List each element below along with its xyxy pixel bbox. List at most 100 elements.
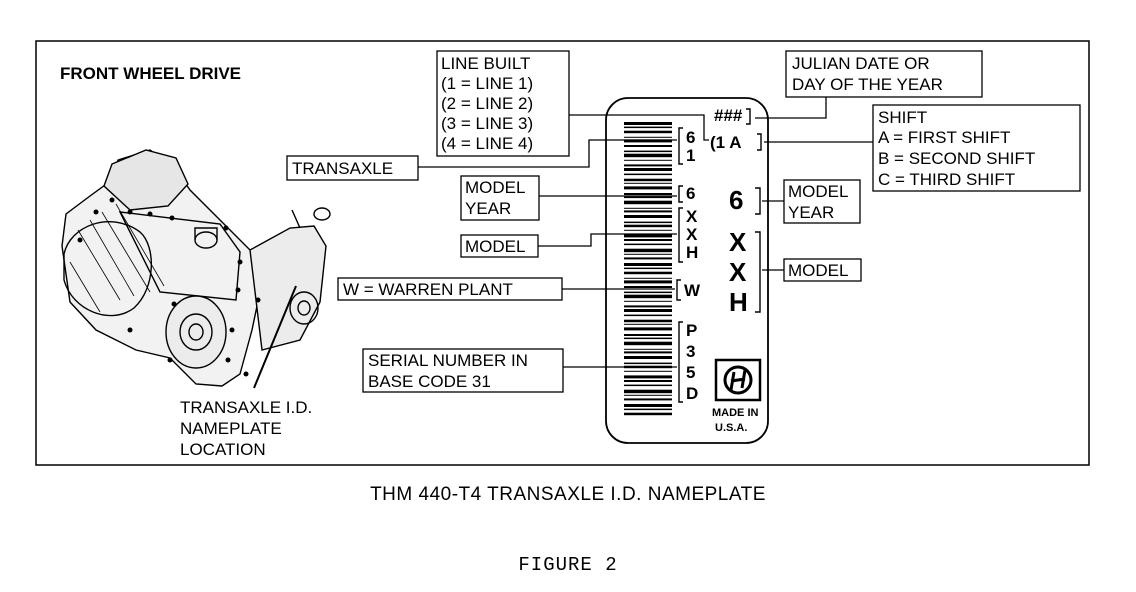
barcode-stripe <box>624 280 672 284</box>
barcode-stripe <box>624 224 672 228</box>
barcode <box>624 122 672 416</box>
line-shift-code: (1 A <box>710 133 742 152</box>
manufacturer-logo <box>714 358 762 402</box>
barcode-stripe <box>624 351 672 354</box>
barcode-stripe <box>624 207 672 209</box>
figure-caption: FIGURE 2 <box>518 554 618 576</box>
callout-serial-number: SERIAL NUMBER IN BASE CODE 31 <box>362 348 564 393</box>
diagram-title: FRONT WHEEL DRIVE <box>60 64 241 83</box>
barcode-stripe <box>624 136 672 138</box>
barcode-stripe <box>624 130 672 134</box>
barcode-stripe <box>624 375 672 379</box>
model-big-3: H <box>729 287 748 317</box>
leader-lines <box>418 97 873 368</box>
barcode-stripe <box>624 337 672 340</box>
barcode-stripe <box>624 389 672 394</box>
barcode-stripe <box>624 150 672 153</box>
barcode-stripe <box>624 305 672 308</box>
callout-model-right: MODEL <box>783 258 862 282</box>
callout-model-left: MODEL <box>460 234 539 258</box>
barcode-stripe <box>624 215 672 218</box>
id-nameplate: 6 1 6 X X H W P 3 5 D ### (1 A 6 X <box>605 97 769 444</box>
svg-text:SERIAL NUMBER IN: SERIAL NUMBER IN <box>368 351 528 370</box>
julian-code: ### <box>714 106 743 125</box>
barcode-stripe <box>624 341 672 346</box>
barcode-stripe <box>624 182 672 184</box>
barcode-stripe <box>624 404 672 407</box>
barcode-stripe <box>624 408 672 411</box>
svg-text:LINE BUILT: LINE BUILT <box>441 54 530 73</box>
nameplate-location-label: TRANSAXLE I.D. NAMEPLATE LOCATION <box>180 398 312 459</box>
barcode-stripe <box>624 164 672 167</box>
svg-text:(3 = LINE 3): (3 = LINE 3) <box>441 114 533 133</box>
callout-model-year-left: MODEL YEAR <box>460 175 540 221</box>
svg-text:JULIAN DATE OR: JULIAN DATE OR <box>792 54 930 73</box>
model-big-1: X <box>729 227 747 257</box>
barcode-stripe <box>624 139 672 143</box>
barcode-stripe <box>624 193 672 195</box>
barcode-stripe <box>624 248 672 253</box>
barcode-stripe <box>624 362 672 365</box>
barcode-stripe <box>624 271 672 275</box>
callout-model-year-right: MODEL YEAR <box>783 179 861 224</box>
svg-text:LOCATION: LOCATION <box>180 440 266 459</box>
barcode-stripe <box>624 309 672 312</box>
barcode-stripe <box>624 319 672 323</box>
barcode-stripe <box>624 253 672 255</box>
model-big-2: X <box>729 257 747 287</box>
svg-text:6: 6 <box>686 128 695 147</box>
svg-text:W: W <box>684 281 701 300</box>
barcode-stripe <box>624 348 672 350</box>
barcode-stripe <box>624 196 672 199</box>
transaxle-illustration <box>61 149 331 389</box>
barcode-stripe <box>624 145 672 147</box>
svg-text:P: P <box>686 321 697 340</box>
barcode-stripe <box>624 229 672 231</box>
barcode-stripe <box>624 186 672 190</box>
barcode-stripe <box>624 210 672 213</box>
svg-text:D: D <box>686 384 698 403</box>
nameplate-caption: THM 440-T4 TRANSAXLE I.D. NAMEPLATE <box>370 484 766 505</box>
barcode-stripe <box>624 173 672 176</box>
barcode-stripe <box>624 412 672 416</box>
svg-text:MODEL: MODEL <box>465 237 525 256</box>
barcode-stripe <box>624 168 672 171</box>
svg-text:(2 = LINE 2): (2 = LINE 2) <box>441 94 533 113</box>
callout-shift: SHIFT A = FIRST SHIFT B = SECOND SHIFT C… <box>872 104 1081 192</box>
svg-text:1: 1 <box>686 146 695 165</box>
barcode-stripe <box>624 263 672 266</box>
svg-text:W = WARREN PLANT: W = WARREN PLANT <box>343 280 513 299</box>
svg-text:C = THIRD SHIFT: C = THIRD SHIFT <box>878 170 1015 189</box>
svg-text:BASE CODE 31: BASE CODE 31 <box>368 372 491 391</box>
svg-text:3: 3 <box>686 342 695 361</box>
svg-text:A = FIRST SHIFT: A = FIRST SHIFT <box>878 128 1010 147</box>
barcode-stripe <box>624 200 672 205</box>
callout-transaxle: TRANSAXLE <box>286 155 419 181</box>
model-year-big: 6 <box>729 185 743 215</box>
barcode-stripe <box>624 291 672 294</box>
svg-text:6: 6 <box>686 184 695 203</box>
callout-warren-plant: W = WARREN PLANT <box>337 277 563 301</box>
barcode-stripe <box>624 126 672 129</box>
barcode-stripe <box>624 394 672 396</box>
barcode-stripe <box>624 398 672 401</box>
barcode-stripe <box>624 277 672 279</box>
usa-label: U.S.A. <box>715 422 747 434</box>
svg-text:YEAR: YEAR <box>465 199 511 218</box>
barcode-stripe <box>624 384 672 387</box>
barcode-stripe <box>624 300 672 302</box>
made-in-label: MADE IN <box>712 407 759 419</box>
svg-text:(4 = LINE 4): (4 = LINE 4) <box>441 134 533 153</box>
svg-text:5: 5 <box>686 363 695 382</box>
callout-julian-date: JULIAN DATE OR DAY OF THE YEAR <box>785 50 983 98</box>
barcode-stripe <box>624 234 672 238</box>
svg-text:(1 = LINE 1): (1 = LINE 1) <box>441 74 533 93</box>
svg-text:MODEL: MODEL <box>465 178 525 197</box>
barcode-stripe <box>624 286 672 288</box>
barcode-stripe <box>624 314 672 317</box>
svg-text:YEAR: YEAR <box>788 203 834 222</box>
svg-text:NAMEPLATE: NAMEPLATE <box>180 419 282 438</box>
barcode-stripe <box>624 327 672 331</box>
svg-text:X: X <box>686 207 698 226</box>
small-code-column: 6 1 6 X X H W P 3 5 D <box>684 128 701 403</box>
